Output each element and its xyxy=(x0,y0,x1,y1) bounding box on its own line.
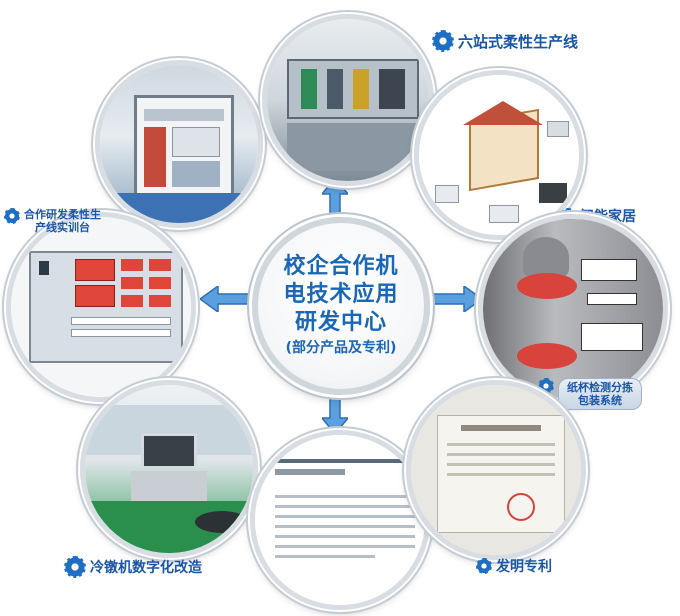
photo-smart-home xyxy=(414,70,584,240)
label-production-line-text: 六站式柔性生产线 xyxy=(458,32,579,51)
label-training-platform-line1: 合作研发柔性生 xyxy=(24,208,101,221)
photo-patent-certificate xyxy=(406,380,586,560)
label-cold-heading: 冷镦机数字化改造 xyxy=(64,556,202,578)
gear-icon xyxy=(4,208,20,224)
center-subtitle: (部分产品及专利) xyxy=(285,340,397,356)
label-training-platform: 合作研发柔性生 产线实训台 xyxy=(4,208,101,234)
center-title-circle: 校企合作机 电技术应用 研发中心 (部分产品及专利) xyxy=(252,217,430,395)
gear-icon xyxy=(432,30,454,52)
label-cold-heading-text: 冷镦机数字化改造 xyxy=(90,560,202,576)
label-cup-inspection-line2: 包装系统 xyxy=(578,394,622,407)
label-cup-inspection-line1: 纸杯检测分拣 xyxy=(567,381,633,394)
photo-cup-inspection xyxy=(478,214,668,404)
center-title-line3: 研发中心 xyxy=(294,310,387,335)
label-invention-patent: 发明专利 xyxy=(476,556,552,576)
photo-production-line xyxy=(262,14,434,186)
arrow-right xyxy=(430,286,482,312)
label-production-line: 六站式柔性生产线 xyxy=(432,30,578,52)
arrow-left xyxy=(200,286,252,312)
photo-patent-document xyxy=(250,430,430,610)
photo-cold-heading-machine xyxy=(80,380,258,558)
gear-icon xyxy=(476,558,492,574)
gear-icon xyxy=(64,556,86,578)
label-invention-patent-text: 发明专利 xyxy=(496,559,552,575)
arrow-up xyxy=(322,178,348,218)
arrow-down xyxy=(322,394,348,434)
center-title-line2: 电技术应用 xyxy=(283,282,399,307)
photo-training-stand xyxy=(95,60,263,228)
label-training-platform-line2: 产线实训台 xyxy=(35,221,90,234)
center-title-line1: 校企合作机 xyxy=(283,254,399,279)
photo-hmi-screen xyxy=(6,212,196,402)
